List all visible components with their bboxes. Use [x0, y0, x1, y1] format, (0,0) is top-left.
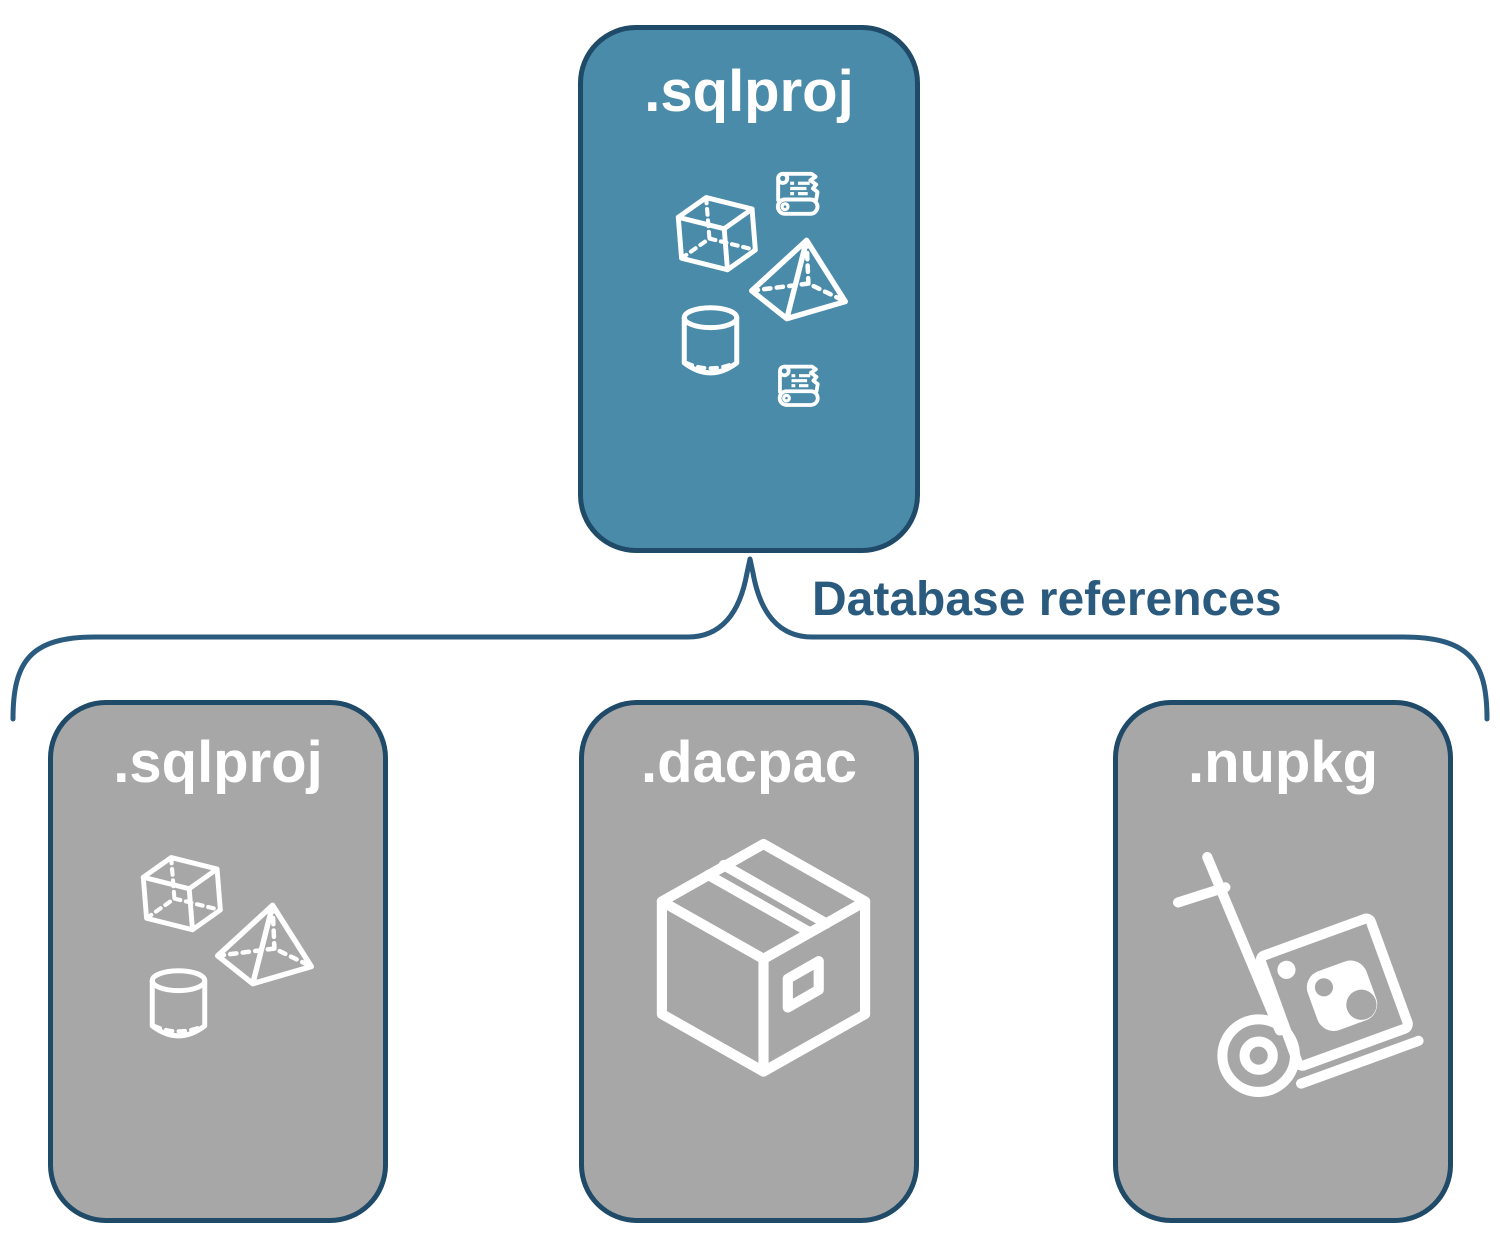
script-scroll-icon: [775, 171, 820, 216]
cube-icon: [675, 195, 758, 273]
package-box-icon: [656, 838, 871, 1077]
card-title-sqlproj-root: .sqlproj: [644, 59, 854, 124]
card-title-nupkg: .nupkg: [1187, 730, 1379, 795]
script-scroll-icon: [777, 364, 820, 407]
cylinder-icon: [681, 305, 740, 376]
card-dacpac: .dacpac: [579, 700, 919, 1223]
cylinder-icon: [149, 968, 208, 1039]
card-sqlproj-child: .sqlproj: [48, 700, 388, 1223]
cube-icon: [140, 855, 223, 933]
card-title-sqlproj-child: .sqlproj: [113, 730, 323, 795]
pyramid-icon: [215, 902, 314, 987]
connector-label: Database references: [812, 573, 1282, 626]
card-nupkg: .nupkg: [1113, 700, 1453, 1223]
pyramid-icon: [749, 237, 848, 322]
card-sqlproj-root: .sqlproj: [578, 25, 920, 553]
nuget-hand-truck-icon: [1173, 852, 1424, 1097]
card-title-dacpac: .dacpac: [641, 730, 857, 795]
